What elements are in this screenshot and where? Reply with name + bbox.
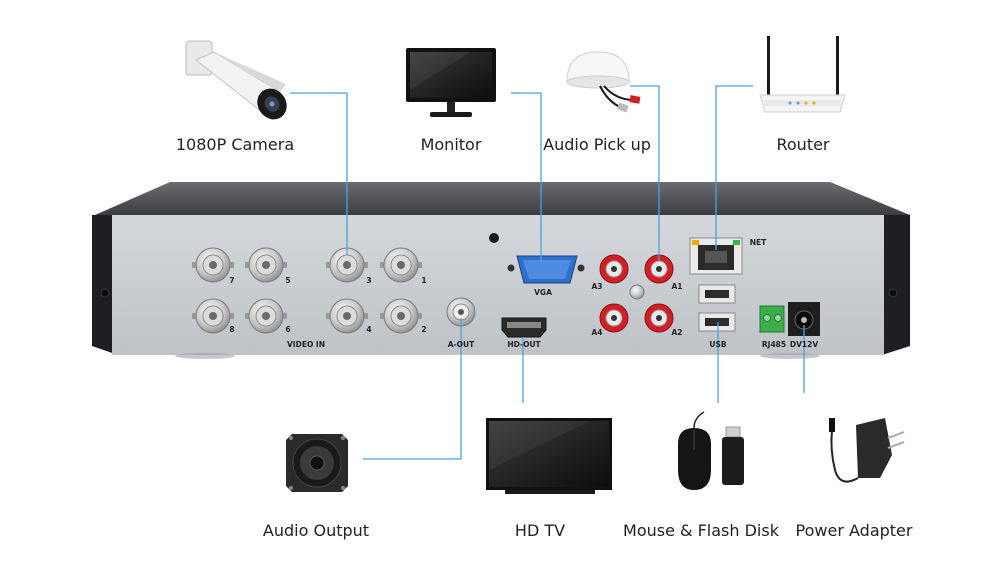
chassis-top	[95, 182, 910, 215]
router-line	[715, 85, 753, 250]
a1-label: A1	[671, 282, 683, 291]
bnc-connector	[380, 298, 422, 334]
bnc-connector	[326, 247, 368, 283]
port-label-1: 1	[421, 276, 427, 285]
screw-icon	[100, 288, 110, 298]
hd-tv-label: HD TV	[514, 521, 566, 540]
port-label-7: 7	[229, 276, 235, 285]
port-label-3: 3	[366, 276, 372, 285]
audio-pickup-line	[630, 85, 660, 260]
power-adapter-icon	[829, 418, 905, 483]
bnc-connectors	[192, 247, 422, 334]
vga-label: VGA	[534, 288, 552, 297]
power-adapter-label: Power Adapter	[795, 521, 913, 540]
speaker-icon	[286, 434, 348, 492]
router-icon	[759, 36, 846, 113]
router-label: Router	[776, 135, 830, 154]
video-in-label: VIDEO IN	[287, 340, 325, 349]
audio-output-label: Audio Output	[262, 521, 370, 540]
dc12v-label: DV12V	[789, 340, 819, 349]
rca-jack	[644, 254, 674, 284]
usb-label: USB	[709, 340, 727, 349]
hd-tv-icon	[486, 418, 612, 494]
audio-output-line	[363, 318, 462, 460]
audio-pickup-label: Audio Pick up	[543, 135, 651, 154]
rj485-terminal	[759, 305, 785, 333]
camera-label: 1080P Camera	[175, 135, 295, 154]
dc12v-port	[788, 302, 820, 336]
screw-icon	[577, 264, 585, 272]
screw-icon	[489, 233, 499, 243]
camera-line	[290, 92, 348, 255]
rca-audio-ports	[599, 254, 674, 333]
bnc-connector	[326, 298, 368, 334]
rj485-label: RJ485	[761, 340, 787, 349]
a2-label: A2	[671, 328, 683, 337]
screw-icon	[888, 288, 898, 298]
hd-out-port	[501, 317, 547, 338]
mouse-icon	[678, 411, 711, 490]
usb-ports	[698, 284, 736, 332]
hd-out-label: HD-OUT	[507, 340, 541, 349]
a-out-label: A-OUT	[447, 340, 475, 349]
audio-knob	[629, 284, 645, 300]
a3-label: A3	[591, 282, 603, 291]
port-label-6: 6	[285, 325, 291, 334]
chassis-left-side	[92, 215, 118, 355]
monitor-line	[511, 92, 542, 262]
port-label-4: 4	[366, 325, 372, 334]
a4-label: A4	[591, 328, 603, 337]
bnc-connector	[380, 247, 422, 283]
rca-jack	[599, 303, 629, 333]
port-label-2: 2	[421, 325, 427, 334]
monitor-label: Monitor	[420, 135, 482, 154]
monitor-icon	[406, 48, 496, 117]
bnc-connector	[245, 247, 287, 283]
mouse-flash-label: Mouse & Flash Disk	[623, 521, 779, 540]
bnc-connector	[245, 298, 287, 334]
vga-port	[516, 255, 578, 284]
bnc-connector	[192, 298, 234, 334]
audio-pickup-icon	[566, 51, 641, 113]
camera-icon	[185, 40, 287, 120]
flash-disk-icon	[722, 426, 744, 485]
dvr-chassis	[92, 182, 910, 359]
connector-lines	[290, 85, 805, 460]
chassis-right-side	[882, 215, 910, 355]
bnc-connector	[192, 247, 234, 283]
port-label-5: 5	[285, 276, 291, 285]
net-label: NET	[749, 238, 767, 247]
port-label-8: 8	[229, 325, 235, 334]
rca-jack	[599, 254, 629, 284]
screw-icon	[507, 264, 515, 272]
rca-jack	[644, 303, 674, 333]
